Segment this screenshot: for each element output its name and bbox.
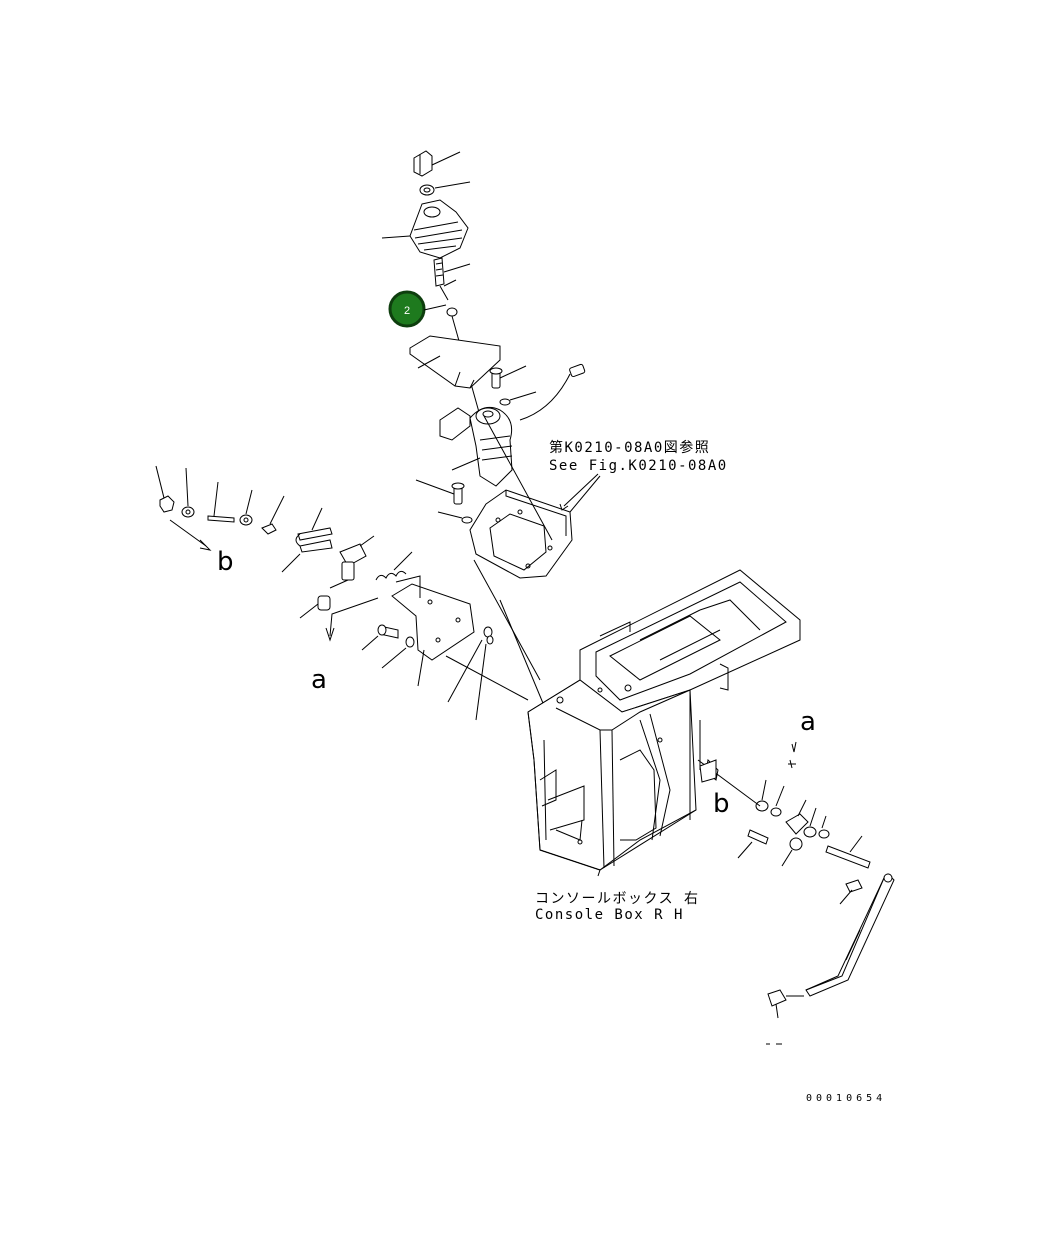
bolt-bracket xyxy=(415,479,473,524)
assembly-lines xyxy=(445,415,553,721)
arrow-a-left xyxy=(325,597,379,642)
drawing-code: 00010654 xyxy=(806,1093,886,1104)
ppc-valve xyxy=(439,406,513,487)
nut-top xyxy=(419,181,471,196)
lever-knob xyxy=(413,150,461,177)
bolt-lever-bracket xyxy=(361,624,494,721)
lever-bracket xyxy=(391,575,475,661)
valve-bracket xyxy=(469,475,601,579)
reference-label-jp: 第K0210-08A0図参照 xyxy=(549,439,710,456)
spring xyxy=(375,551,413,581)
bushing-left xyxy=(299,595,331,619)
console-box xyxy=(527,569,801,877)
marker-a-right: a xyxy=(800,707,816,737)
rubber-boot xyxy=(381,199,469,259)
cover-plate xyxy=(409,335,501,389)
lever-shaft xyxy=(433,257,471,301)
linkage-rods xyxy=(281,507,375,589)
callout-number: 2 xyxy=(404,305,410,317)
marker-a-left: a xyxy=(311,665,327,695)
control-rod xyxy=(766,873,895,1045)
console-label-en: Console Box R H xyxy=(535,907,684,923)
marker-b-right: b xyxy=(713,789,730,819)
reference-label-en: See Fig.K0210-08A0 xyxy=(549,458,728,474)
right-parts xyxy=(697,741,871,869)
callout-badge[interactable]: 2 xyxy=(388,290,447,328)
marker-b-left: b xyxy=(217,547,234,577)
connector-wire xyxy=(519,363,586,421)
reference-arrow xyxy=(559,473,599,511)
console-label-jp: コンソールボックス 右 xyxy=(535,891,700,907)
left-parts-row xyxy=(155,465,285,551)
bolt-valve xyxy=(489,365,537,406)
